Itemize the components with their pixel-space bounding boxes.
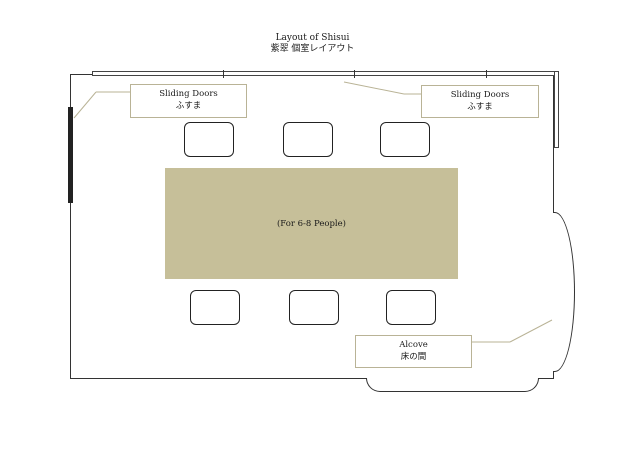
chair (283, 122, 333, 157)
chair (190, 290, 240, 325)
leader-line (509, 319, 553, 343)
alcove-label: Alcove 床の間 (355, 335, 472, 368)
chair (386, 290, 436, 325)
label-english: Alcove (399, 340, 428, 350)
chair (380, 122, 430, 157)
leader-line (73, 91, 97, 119)
chair (289, 290, 339, 325)
label-japanese: 床の間 (400, 352, 427, 362)
leader-line (343, 81, 405, 95)
window-divider (223, 70, 224, 78)
sliding-doors-label-left: Sliding Doors ふすま (130, 84, 247, 118)
window-divider (354, 70, 355, 78)
chair (184, 122, 234, 157)
title-japanese: 紫翠 個室レイアウト (270, 44, 355, 54)
alcove-bottom-bay (366, 378, 539, 392)
diagram-title: Layout of Shisui 紫翠 個室レイアウト (0, 33, 625, 55)
title-english: Layout of Shisui (275, 33, 350, 43)
label-english: Sliding Doors (159, 89, 218, 99)
sliding-doors-label-right: Sliding Doors ふすま (421, 85, 539, 118)
label-japanese: ふすま (467, 102, 493, 112)
table-caption: (For 6-8 People) (276, 218, 346, 229)
label-japanese: ふすま (175, 101, 202, 111)
left-sliding-door (68, 107, 73, 203)
label-english: Sliding Doors (450, 90, 510, 100)
right-window-strip (554, 71, 559, 148)
dining-table: (For 6-8 People) (165, 168, 458, 279)
window-divider (486, 70, 487, 78)
